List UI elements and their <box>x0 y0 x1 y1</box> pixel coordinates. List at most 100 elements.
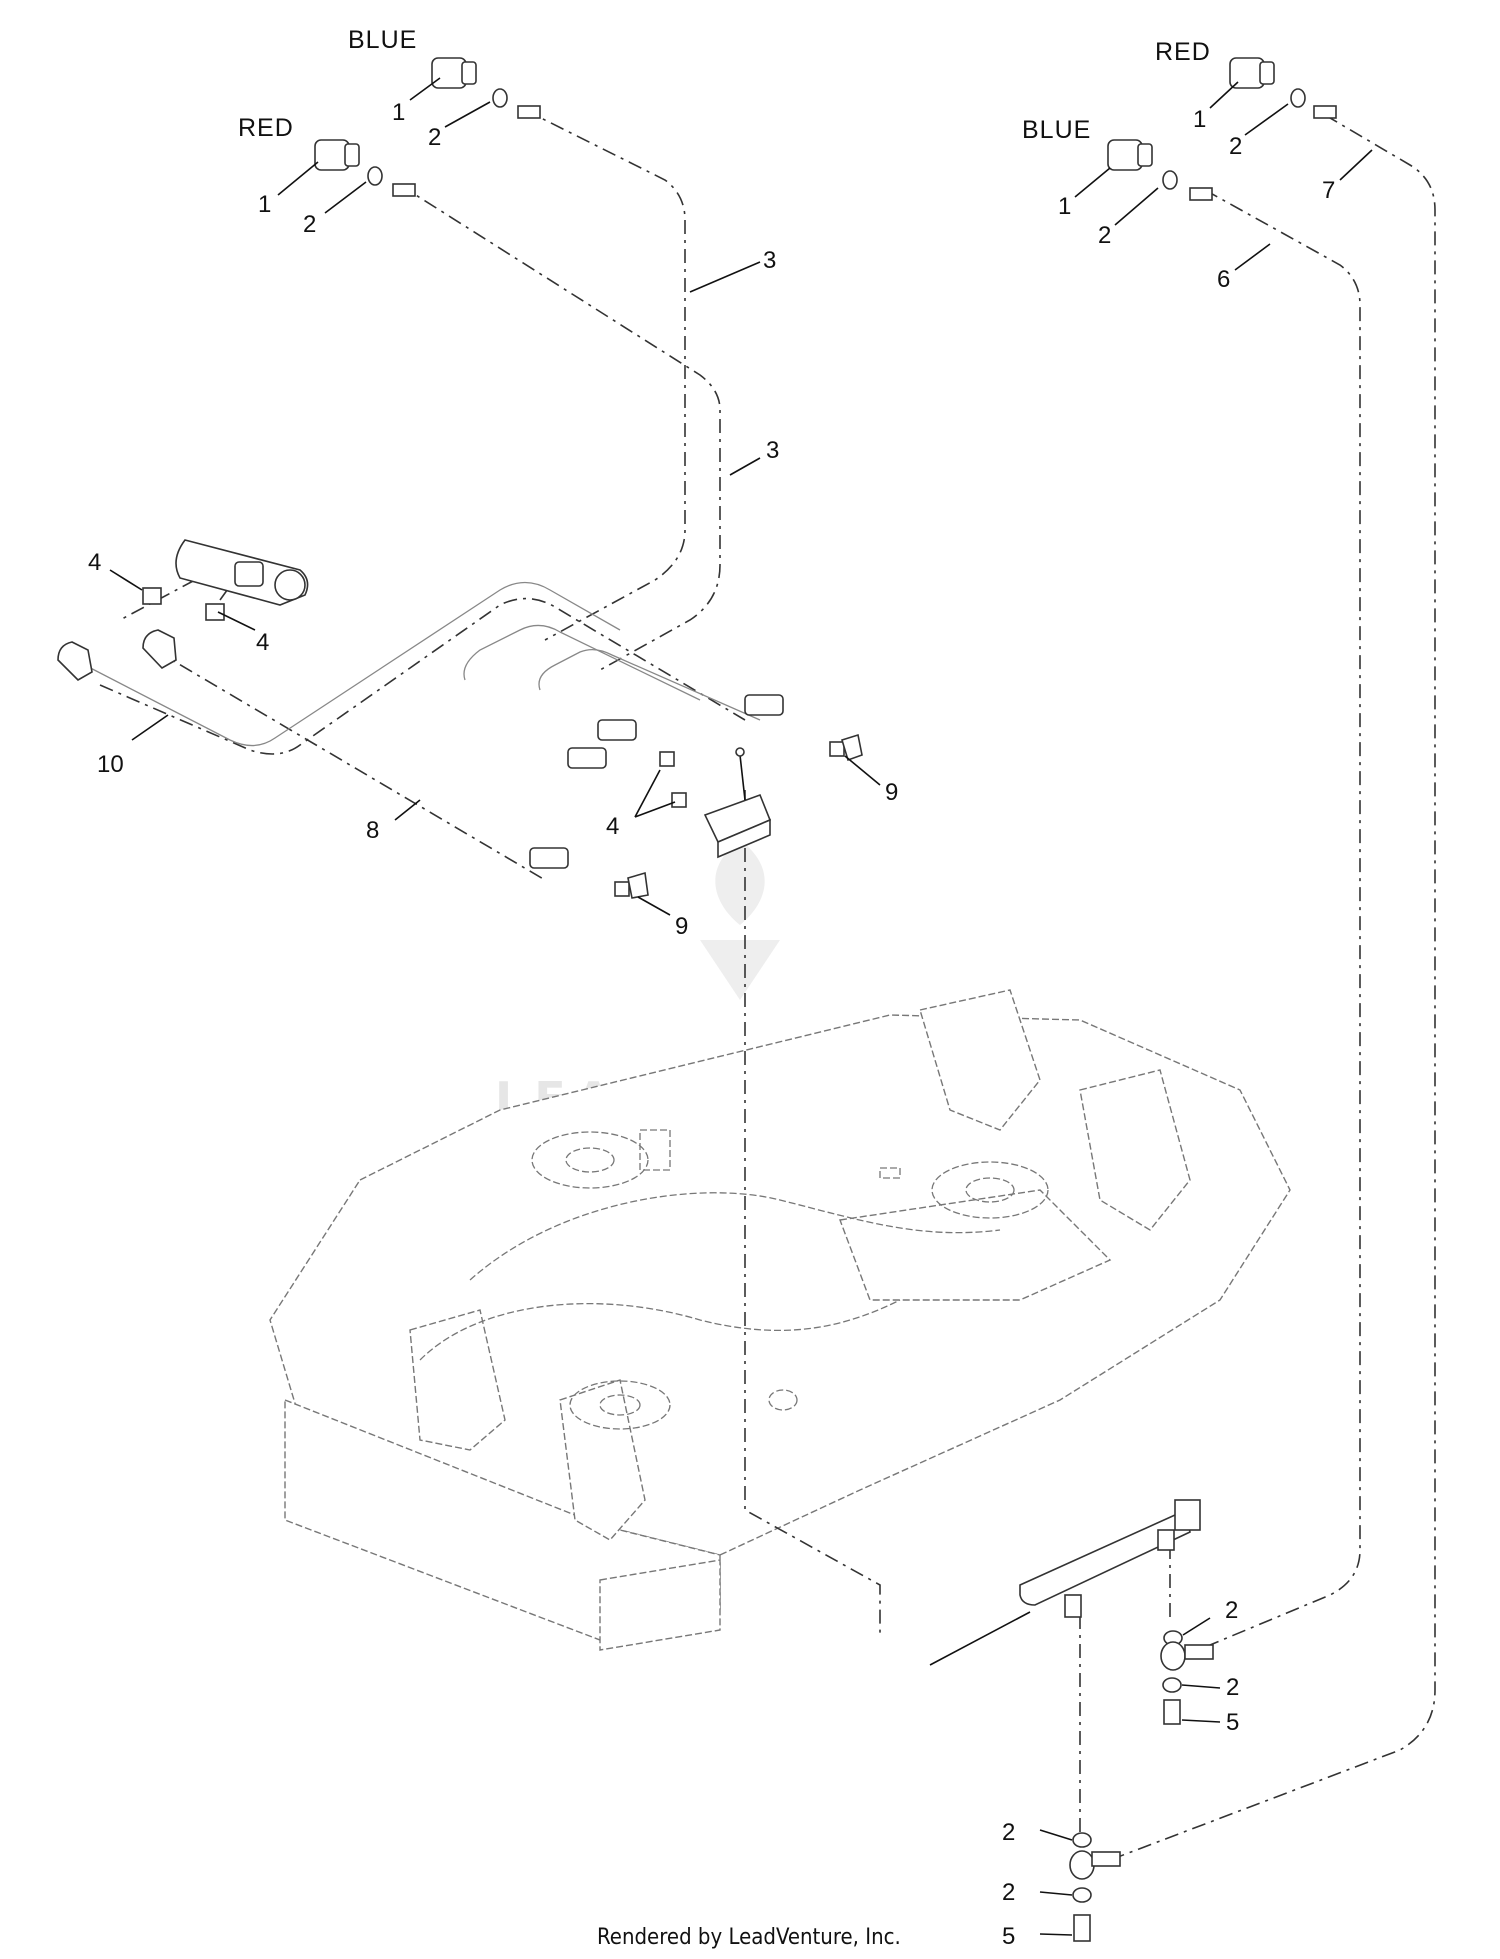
hose-3-upper <box>524 109 686 641</box>
block-bolt <box>739 754 746 801</box>
watermark-flame-logo <box>700 840 780 1000</box>
callout-7: 7 <box>1322 177 1335 204</box>
callout-5: 5 <box>1226 1709 1239 1736</box>
o-ring <box>1162 170 1178 190</box>
fitting-4a <box>142 587 162 605</box>
coupler-nipple <box>517 105 541 119</box>
hose-routes <box>99 109 1436 1861</box>
elbow-left-2 <box>142 629 177 670</box>
hose-end-8 <box>529 847 569 869</box>
callout-2: 2 <box>303 211 316 238</box>
banjo-eye <box>1160 1641 1186 1671</box>
callout-3: 3 <box>766 437 779 464</box>
coupler-body <box>1107 139 1143 171</box>
callout-1: 1 <box>1058 193 1071 220</box>
elbow-9b <box>614 871 649 899</box>
fitting-4c <box>659 751 675 767</box>
tee-port-fitting <box>234 561 264 587</box>
banjo-lower <box>1069 1832 1121 1942</box>
deck-rear-bracket <box>919 989 1041 1131</box>
o-ring <box>367 166 383 186</box>
footer-credit: Rendered by LeadVenture, Inc. <box>597 1925 901 1950</box>
coupler-body <box>431 57 467 89</box>
callout-3: 3 <box>763 247 776 274</box>
callout-2: 2 <box>1002 1819 1015 1846</box>
elbow-hex <box>829 741 845 757</box>
washer-upper-bottom <box>1162 1677 1182 1693</box>
label-red-left: RED <box>238 114 294 142</box>
callout-2: 2 <box>1225 1597 1238 1624</box>
mower-deck <box>269 989 1291 1651</box>
spindle-left-plate <box>531 1131 649 1189</box>
label-blue-right: BLUE <box>1022 116 1091 144</box>
coupler-set-left <box>314 57 541 197</box>
deck-left-channel <box>419 1299 901 1361</box>
hose-end-3 <box>744 694 784 716</box>
callout-4: 4 <box>256 629 269 656</box>
spindle-left-hub <box>565 1147 615 1173</box>
fitting-4d <box>671 792 687 808</box>
valve-block-side <box>717 818 771 859</box>
deck-decal <box>879 1167 901 1179</box>
banjo-upper <box>1160 1630 1214 1725</box>
elbow-9a <box>829 733 863 762</box>
elbow-hex <box>614 881 630 897</box>
callout-5: 5 <box>1002 1923 1015 1950</box>
callout-leaders <box>109 77 1373 1936</box>
callout-4: 4 <box>606 813 619 840</box>
deck-deflector <box>839 1189 1112 1301</box>
cylinder-port-right <box>1157 1529 1175 1551</box>
fitting-hex <box>205 603 225 621</box>
deck-center-channel <box>469 1192 1001 1281</box>
banjo-bolt-lower <box>1073 1914 1091 1942</box>
coupler-nipple <box>392 183 416 197</box>
washer-lower-top <box>1072 1832 1092 1848</box>
hose-8-route <box>154 649 546 881</box>
block-to-deck-line <box>744 790 881 1635</box>
elbow-left-1 <box>57 641 93 681</box>
callout-8: 8 <box>366 817 379 844</box>
cylinder-clevis <box>1174 1499 1201 1531</box>
banjo-stem <box>1091 1851 1121 1867</box>
deck-center-bracket <box>559 1379 646 1541</box>
callout-1: 1 <box>258 191 271 218</box>
label-blue-left: BLUE <box>348 26 417 54</box>
deck-front-guard <box>599 1559 721 1651</box>
hose-end-2 <box>567 747 607 769</box>
valve-hoses <box>74 581 761 747</box>
tee-port <box>274 569 306 601</box>
deck-lift-tee-assembly <box>57 539 309 681</box>
hose-6 <box>1204 189 1361 1646</box>
spindle-front-plate <box>569 1380 671 1430</box>
coupler-blue-left <box>431 57 541 119</box>
elbow-body <box>841 733 863 762</box>
cylinder-barrel <box>1019 1513 1191 1606</box>
washer-lower-bottom <box>1072 1887 1092 1903</box>
hose-10-outline <box>74 581 621 747</box>
o-ring <box>492 88 508 108</box>
hose-loop-2 <box>538 648 761 721</box>
banjo-bolt-upper <box>1163 1699 1181 1725</box>
callout-1: 1 <box>1193 106 1206 133</box>
cylinder-port-left <box>1064 1594 1082 1618</box>
coupler-body <box>314 139 350 171</box>
callout-numbers: 1 2 1 2 1 2 7 1 2 6 3 3 4 4 10 8 4 9 9 2… <box>88 99 1335 1950</box>
spindle-right-hub <box>965 1177 1015 1203</box>
hose-3-lower <box>399 184 721 671</box>
fitting-hex <box>142 587 162 605</box>
o-ring <box>1290 88 1306 108</box>
deck-left-bracket <box>409 1309 506 1451</box>
callout-2: 2 <box>1229 133 1242 160</box>
callout-9: 9 <box>885 779 898 806</box>
deck-right-bracket <box>1079 1069 1191 1231</box>
elbow-body <box>627 871 649 899</box>
deck-block <box>639 1129 671 1171</box>
fitting-4b <box>205 603 225 621</box>
cylinder-rod <box>929 1611 1031 1666</box>
deck-cap <box>768 1389 798 1411</box>
coupler-red-right <box>1229 57 1337 119</box>
callout-2: 2 <box>1002 1879 1015 1906</box>
coupler-red-left <box>314 139 416 197</box>
deck-lift-cylinder <box>929 1499 1201 1666</box>
